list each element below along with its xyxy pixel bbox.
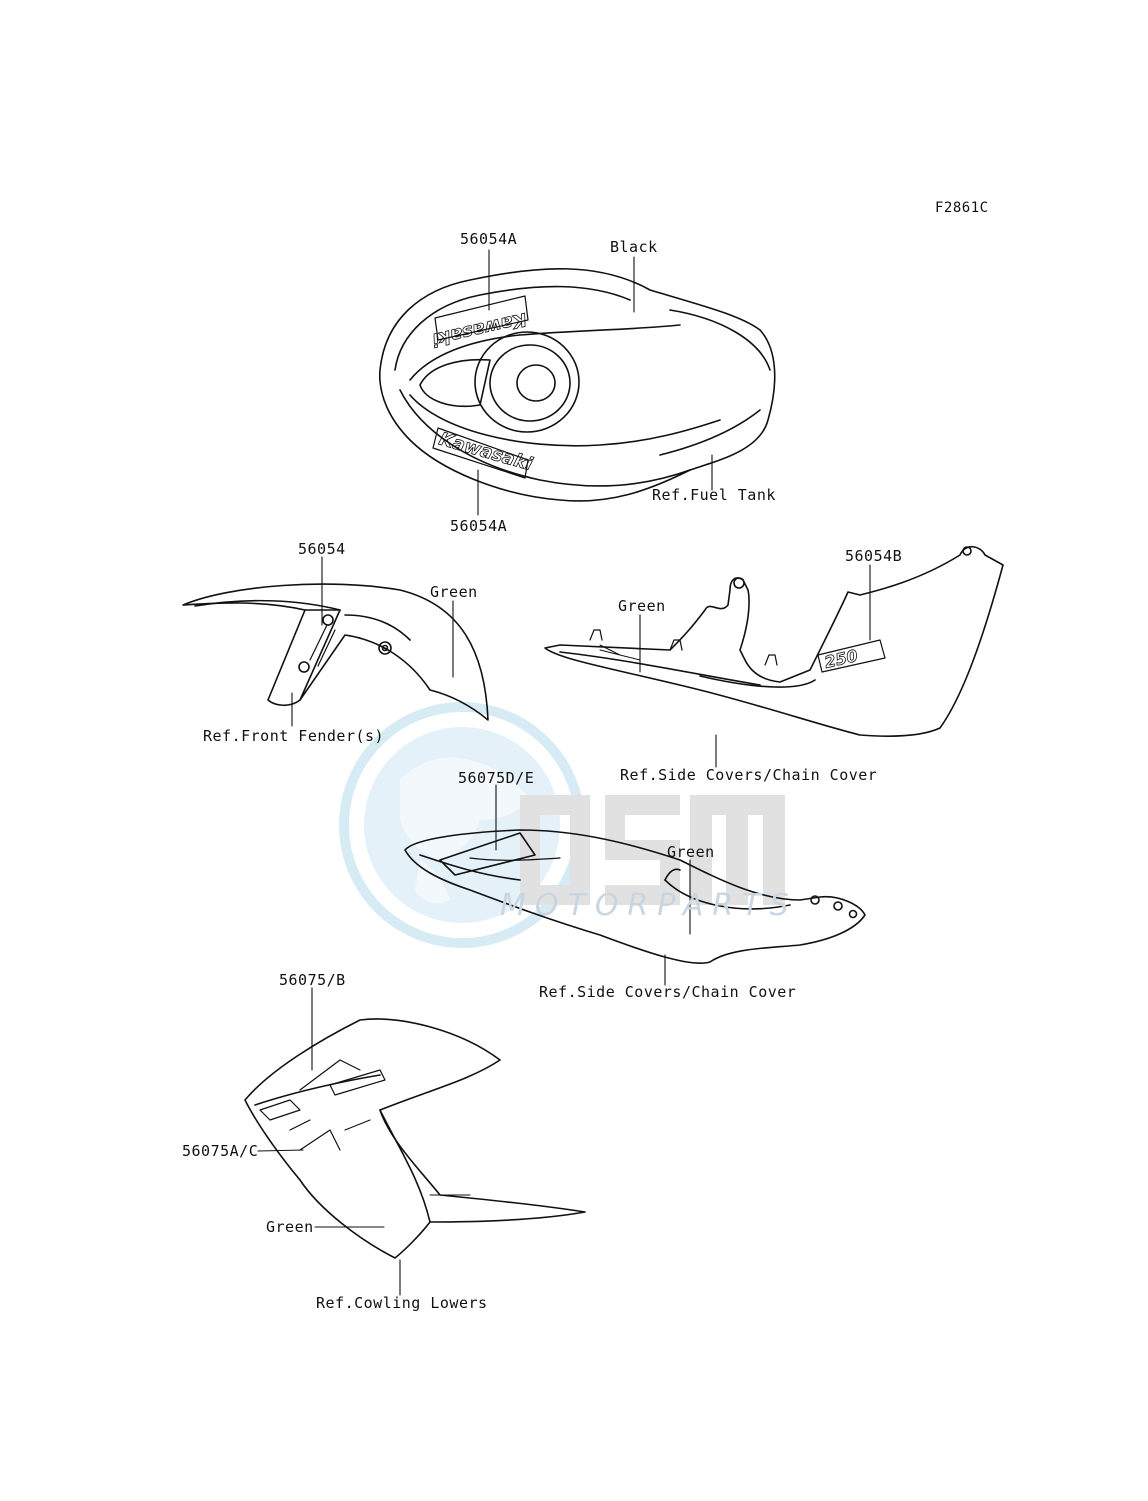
tank-ref-label[interactable]: Ref.Fuel Tank bbox=[652, 486, 776, 504]
fender-ref-label[interactable]: Ref.Front Fender(s) bbox=[203, 727, 385, 745]
side-cover-ref-label[interactable]: Ref.Side Covers/Chain Cover bbox=[620, 766, 878, 784]
front-fender-drawing bbox=[182, 583, 489, 721]
seat-cover-color-label: Green bbox=[667, 843, 715, 861]
osm-logo-letters bbox=[520, 795, 785, 905]
side-cover-decal-text: 250 bbox=[823, 646, 860, 672]
cowl-lower-part-label[interactable]: 56075A/C bbox=[182, 1142, 259, 1160]
side-cover-color-label: Green bbox=[618, 597, 666, 615]
fender-color-label: Green bbox=[430, 583, 478, 601]
cowl-color-label: Green bbox=[266, 1218, 314, 1236]
cowl-ref-label[interactable]: Ref.Cowling Lowers bbox=[316, 1294, 488, 1312]
side-cover-drawing bbox=[544, 545, 1004, 737]
osm-globe-logo bbox=[339, 702, 785, 948]
tank-decal-top-text: Kawasaki bbox=[430, 308, 529, 350]
leader-lines bbox=[257, 249, 871, 1296]
cowling-drawing bbox=[244, 1018, 586, 1259]
tank-top-part-label[interactable]: 56054A bbox=[460, 230, 518, 248]
seat-cover-ref-label[interactable]: Ref.Side Covers/Chain Cover bbox=[539, 983, 797, 1001]
seat-cover-part-label[interactable]: 56075D/E bbox=[458, 769, 535, 787]
watermark-text: MOTORPARTS bbox=[500, 888, 798, 923]
tank-color-label: Black bbox=[610, 238, 658, 256]
cowl-upper-part-label[interactable]: 56075/B bbox=[279, 971, 346, 989]
side-cover-part-label[interactable]: 56054B bbox=[845, 547, 903, 565]
seat-cover-drawing bbox=[404, 829, 866, 964]
fender-part-label[interactable]: 56054 bbox=[298, 540, 346, 558]
figure-code: F2861C bbox=[935, 200, 989, 216]
fuel-tank-drawing bbox=[379, 268, 776, 502]
tank-bottom-part-label[interactable]: 56054A bbox=[450, 517, 508, 535]
